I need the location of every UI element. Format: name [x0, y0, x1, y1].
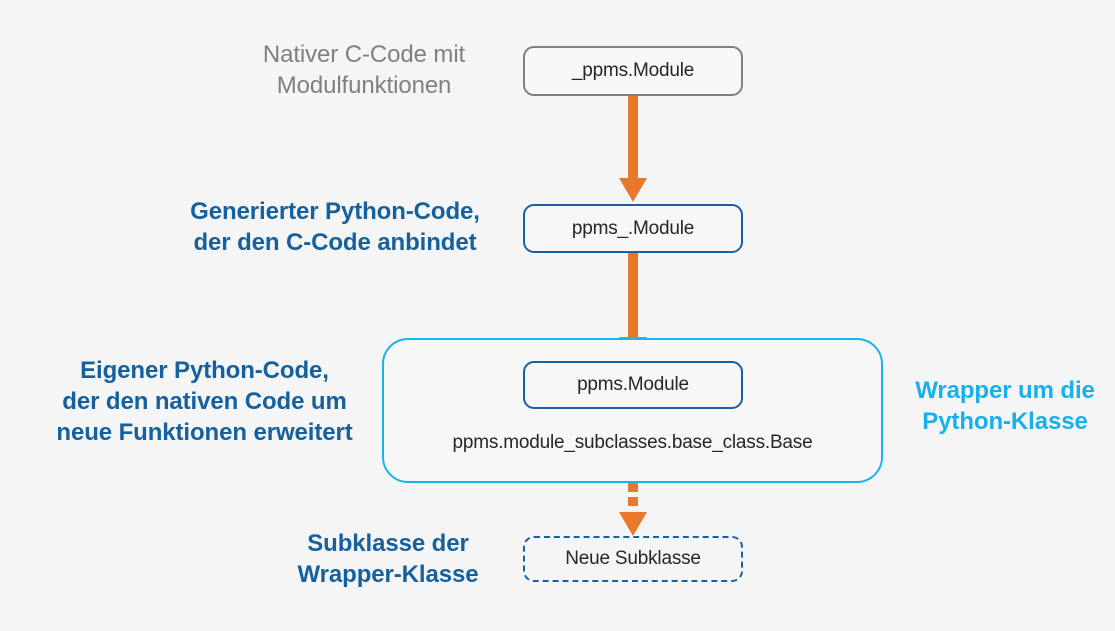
node-native-module-label: _ppms.Module [571, 60, 695, 81]
label-wrapper-right: Wrapper um die Python-Klasse [915, 377, 1095, 436]
wrapper-container [382, 338, 883, 483]
node-new-subclass-label: Neue Subklasse [565, 548, 701, 569]
label-native-c-code: Nativer C-Code mit Modulfunktionen [262, 41, 466, 100]
arrow-wrapper-to-subclass [617, 483, 649, 538]
node-generated-module-label: ppms_.Module [571, 217, 695, 239]
node-generated-module[interactable]: ppms_.Module [523, 204, 743, 253]
node-wrapper-module-label: ppms.Module [577, 374, 689, 395]
label-own-python-code: Eigener Python-Code, der den nativen Cod… [56, 357, 353, 447]
node-wrapper-module[interactable]: ppms.Module [523, 361, 743, 409]
label-generated-python-code: Generierter Python-Code, der den C-Code … [190, 198, 480, 257]
arrow-generated-to-wrapper [617, 253, 649, 363]
text-base-class: ppms.module_subclasses.base_class.Base [452, 432, 813, 453]
node-native-module[interactable]: _ppms.Module [523, 46, 743, 96]
label-subclass: Subklasse der Wrapper-Klasse [297, 530, 479, 589]
node-new-subclass[interactable]: Neue Subklasse [523, 536, 743, 582]
arrow-native-to-generated [617, 96, 649, 204]
